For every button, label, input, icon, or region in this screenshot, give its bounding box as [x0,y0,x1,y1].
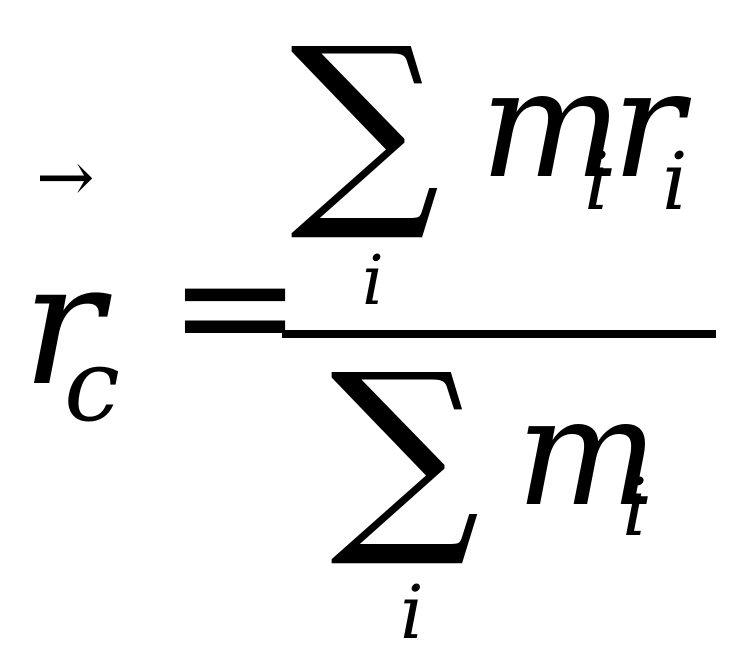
denominator-sum-index: i [400,570,424,656]
numerator-r-subscript: i [662,135,688,228]
fraction-bar [282,330,716,338]
numerator-sum-index: i [362,242,384,321]
numerator-sum-symbol: ∑ [290,2,440,247]
vector-arrow: → [36,136,95,218]
denominator-sum-symbol: ∑ [330,328,480,573]
numerator-r: r [612,38,684,212]
lhs-variable-r: r [22,226,104,424]
numerator-m-subscript: i [584,135,610,228]
lhs-subscript-c: c [64,327,121,444]
equals-sign: = [168,212,303,399]
denominator-m-subscript: i [622,461,648,554]
denominator-m: m [516,366,659,540]
numerator-m: m [480,38,623,212]
